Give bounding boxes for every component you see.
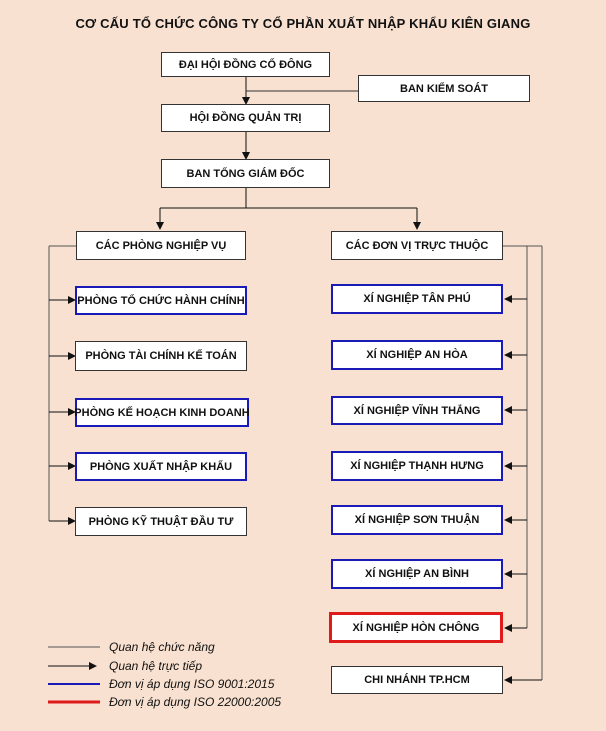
dept-label: PHÒNG KẾ HOẠCH KINH DOANH	[74, 406, 250, 419]
left-header-box: CÁC PHÒNG NGHIỆP VỤ	[76, 231, 246, 260]
chart-title: CƠ CẤU TỔ CHỨC CÔNG TY CỔ PHẦN XUẤT NHẬP…	[75, 16, 531, 31]
shareholders-box: ĐẠI HỘI ĐỒNG CỔ ĐÔNG	[161, 52, 330, 77]
unit-box-hcm-branch: CHI NHÁNH TP.HCM	[331, 666, 503, 694]
legend-functional-label: Quan hệ chức năng	[109, 640, 215, 654]
unit-box-son-thuan: XÍ NGHIỆP SƠN THUẬN	[331, 505, 503, 535]
supervisory-label: BAN KIỂM SOÁT	[400, 82, 488, 95]
unit-label: XÍ NGHIỆP VĨNH THẮNG	[353, 404, 481, 417]
board-label: HỘI ĐỒNG QUẢN TRỊ	[189, 112, 302, 124]
legend-direct-label: Quan hệ trực tiếp	[109, 659, 202, 673]
unit-label: CHI NHÁNH TP.HCM	[364, 674, 470, 686]
unit-box-thanh-hung: XÍ NGHIỆP THẠNH HƯNG	[331, 451, 503, 481]
dept-label: PHÒNG TÀI CHÍNH KẾ TOÁN	[85, 350, 237, 362]
dept-label: PHÒNG XUẤT NHẬP KHẨU	[89, 460, 233, 473]
left-header-label: CÁC PHÒNG NGHIỆP VỤ	[95, 239, 227, 252]
supervisory-box: BAN KIỂM SOÁT	[358, 75, 530, 102]
legend-iso9001-label: Đơn vị áp dụng ISO 9001:2015	[109, 677, 275, 691]
dept-box-technical: PHÒNG KỸ THUẬT ĐẦU TƯ	[75, 507, 247, 536]
dept-box-finance: PHÒNG TÀI CHÍNH KẾ TOÁN	[75, 341, 247, 371]
unit-label: XÍ NGHIỆP TÂN PHÚ	[363, 293, 471, 305]
unit-label: XÍ NGHIỆP SƠN THUẬN	[354, 514, 480, 526]
unit-box-an-hoa: XÍ NGHIỆP AN HÒA	[331, 340, 503, 370]
dept-label: PHÒNG KỸ THUẬT ĐẦU TƯ	[88, 515, 234, 528]
unit-label: XÍ NGHIỆP HÒN CHÔNG	[352, 621, 480, 634]
right-header-label: CÁC ĐƠN VỊ TRỰC THUỘC	[345, 239, 489, 252]
dept-label: PHÒNG TỔ CHỨC HÀNH CHÍNH	[77, 294, 245, 307]
dept-box-admin: PHÒNG TỔ CHỨC HÀNH CHÍNH	[75, 286, 247, 315]
dept-box-business: PHÒNG KẾ HOẠCH KINH DOANH	[74, 398, 250, 427]
dept-box-import-export: PHÒNG XUẤT NHẬP KHẨU	[75, 452, 247, 481]
legend-iso22000-label: Đơn vị áp dụng ISO 22000:2005	[109, 695, 282, 709]
unit-box-an-binh: XÍ NGHIỆP AN BÌNH	[331, 559, 503, 589]
unit-label: XÍ NGHIỆP AN HÒA	[366, 349, 468, 361]
unit-box-vinh-thang: XÍ NGHIỆP VĨNH THẮNG	[331, 396, 503, 425]
ceo-box: BAN TỔNG GIÁM ĐỐC	[161, 159, 330, 188]
unit-label: XÍ NGHIỆP THẠNH HƯNG	[350, 460, 484, 472]
unit-box-tan-phu: XÍ NGHIỆP TÂN PHÚ	[331, 284, 503, 314]
board-box: HỘI ĐỒNG QUẢN TRỊ	[161, 104, 330, 132]
ceo-label: BAN TỔNG GIÁM ĐỐC	[186, 167, 305, 180]
unit-box-hon-chong: XÍ NGHIỆP HÒN CHÔNG	[329, 612, 503, 643]
unit-label: XÍ NGHIỆP AN BÌNH	[365, 568, 469, 580]
right-header-box: CÁC ĐƠN VỊ TRỰC THUỘC	[331, 231, 503, 260]
shareholders-label: ĐẠI HỘI ĐỒNG CỔ ĐÔNG	[178, 58, 313, 71]
